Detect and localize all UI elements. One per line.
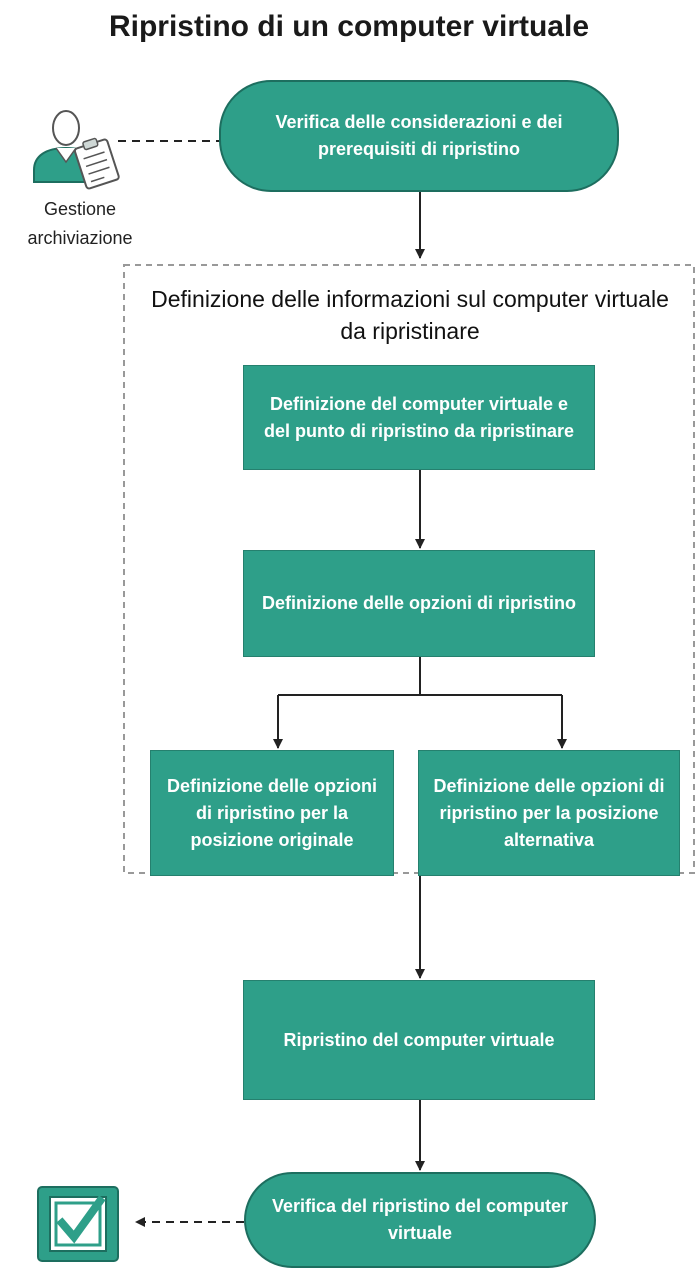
group-boundary	[123, 264, 695, 874]
step-options-alternate-location: Definizione delle opzioni di ripristino …	[418, 750, 680, 876]
step-define-restore-options: Definizione delle opzioni di ripristino	[243, 550, 595, 657]
diagram-title: Ripristino di un computer virtuale	[108, 10, 590, 43]
step-verify-restore: Verifica del ripristino del computer vir…	[244, 1172, 596, 1268]
step-restore-vm: Ripristino del computer virtuale	[243, 980, 595, 1100]
group-label: Definizione delle informazioni sul compu…	[151, 286, 669, 344]
step-define-vm-and-recovery-point: Definizione del computer virtuale e del …	[243, 365, 595, 470]
role-label: Gestione archiviazione	[27, 199, 133, 248]
step-review-prerequisites: Verifica delle considerazioni e dei prer…	[219, 80, 619, 192]
step-options-original-location: Definizione delle opzioni di ripristino …	[150, 750, 394, 876]
user-clipboard-icon	[33, 110, 120, 190]
checkbox-checked-icon	[37, 1186, 119, 1262]
